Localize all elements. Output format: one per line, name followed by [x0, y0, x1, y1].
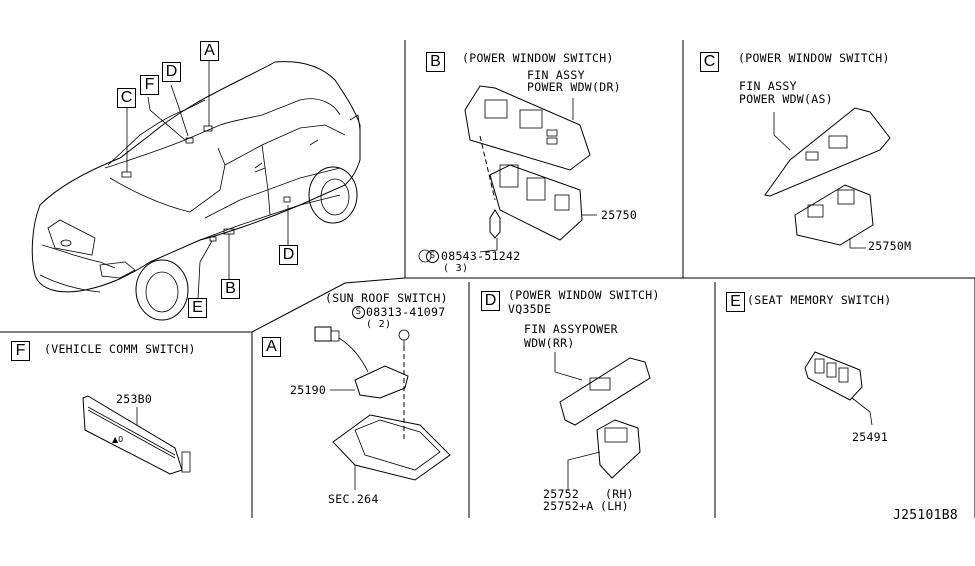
rr-power-window-illustration — [554, 352, 651, 490]
panel-c-title: (POWER WINDOW SWITCH) — [738, 51, 890, 65]
panel-d-subtitle: VQ35DE — [508, 302, 552, 316]
part-number-253b0[interactable]: 253B0 — [116, 392, 153, 406]
panel-key-c: C — [700, 52, 719, 72]
section-ref-sec264[interactable]: SEC.264 — [328, 492, 379, 506]
part-number-08543-51242[interactable]: 08543-51242 — [441, 249, 521, 263]
part-number-08313-41097[interactable]: 08313-41097 — [366, 305, 446, 319]
panel-f-title: (VEHICLE COMM SWITCH) — [44, 342, 196, 356]
marker-seat-memory-switch — [209, 236, 217, 242]
callout-box-f[interactable]: F — [140, 75, 159, 95]
part-side-rh: (RH) — [605, 487, 634, 501]
seat-memory-switch-illustration — [804, 351, 873, 426]
panel-a-title: (SUN ROOF SWITCH) — [325, 291, 448, 305]
comm-switch-illustration: ▲0 — [82, 395, 191, 475]
callout-box-a[interactable]: A — [200, 41, 219, 61]
marker-comm-switch — [185, 137, 194, 144]
part-number-25752-a[interactable]: 25752+A — [543, 499, 594, 513]
panel-key-f: F — [11, 341, 30, 361]
sunroof-switch-illustration — [314, 326, 451, 490]
callout-box-e[interactable]: E — [188, 298, 207, 318]
marker-as-switch — [121, 171, 132, 178]
panel-d-title: (POWER WINDOW SWITCH) — [508, 288, 660, 302]
panel-dividers — [0, 40, 975, 518]
panel-b-note-1: FIN ASSY — [527, 68, 585, 82]
panel-d-note-2: WDW(RR) — [524, 336, 575, 350]
panel-key-e: E — [726, 292, 745, 312]
part-qty-3: ( 3) — [443, 263, 469, 274]
part-side-lh: (LH) — [600, 499, 629, 513]
callout-box-d-top[interactable]: D — [162, 62, 181, 82]
panel-key-b: B — [426, 52, 445, 72]
as-power-window-illustration — [764, 107, 891, 249]
panel-d-note-1: FIN ASSYPOWER — [524, 322, 618, 336]
marker-rr-switch — [283, 196, 291, 203]
part-number-25190[interactable]: 25190 — [290, 383, 327, 397]
marker-sunroof-switch — [203, 125, 213, 132]
vehicle-illustration — [31, 60, 361, 321]
panel-c-note-1: FIN ASSY — [739, 79, 797, 93]
callout-box-b[interactable]: B — [221, 279, 240, 299]
drawing-code: J25101B8 — [893, 508, 959, 523]
part-number-25752[interactable]: 25752 — [543, 487, 580, 501]
panel-b-note-2: POWER WDW(DR) — [527, 80, 621, 94]
part-number-25491[interactable]: 25491 — [852, 430, 889, 444]
dr-power-window-illustration — [418, 85, 597, 263]
panel-c-note-2: POWER WDW(AS) — [739, 92, 833, 106]
callout-box-c[interactable]: C — [117, 88, 136, 108]
screw-symbol-s-a: S — [352, 306, 365, 319]
screw-symbol-s: S — [426, 250, 439, 263]
panel-key-d: D — [481, 291, 500, 311]
panel-key-a: A — [262, 337, 281, 357]
svg-text:▲0: ▲0 — [112, 435, 123, 444]
panel-e-title: (SEAT MEMORY SWITCH) — [747, 293, 892, 307]
part-qty-2: ( 2) — [366, 319, 392, 330]
callout-box-d-side[interactable]: D — [279, 245, 298, 265]
part-number-25750[interactable]: 25750 — [601, 208, 638, 222]
part-number-25750m[interactable]: 25750M — [868, 239, 912, 253]
panel-b-title: (POWER WINDOW SWITCH) — [462, 51, 614, 65]
